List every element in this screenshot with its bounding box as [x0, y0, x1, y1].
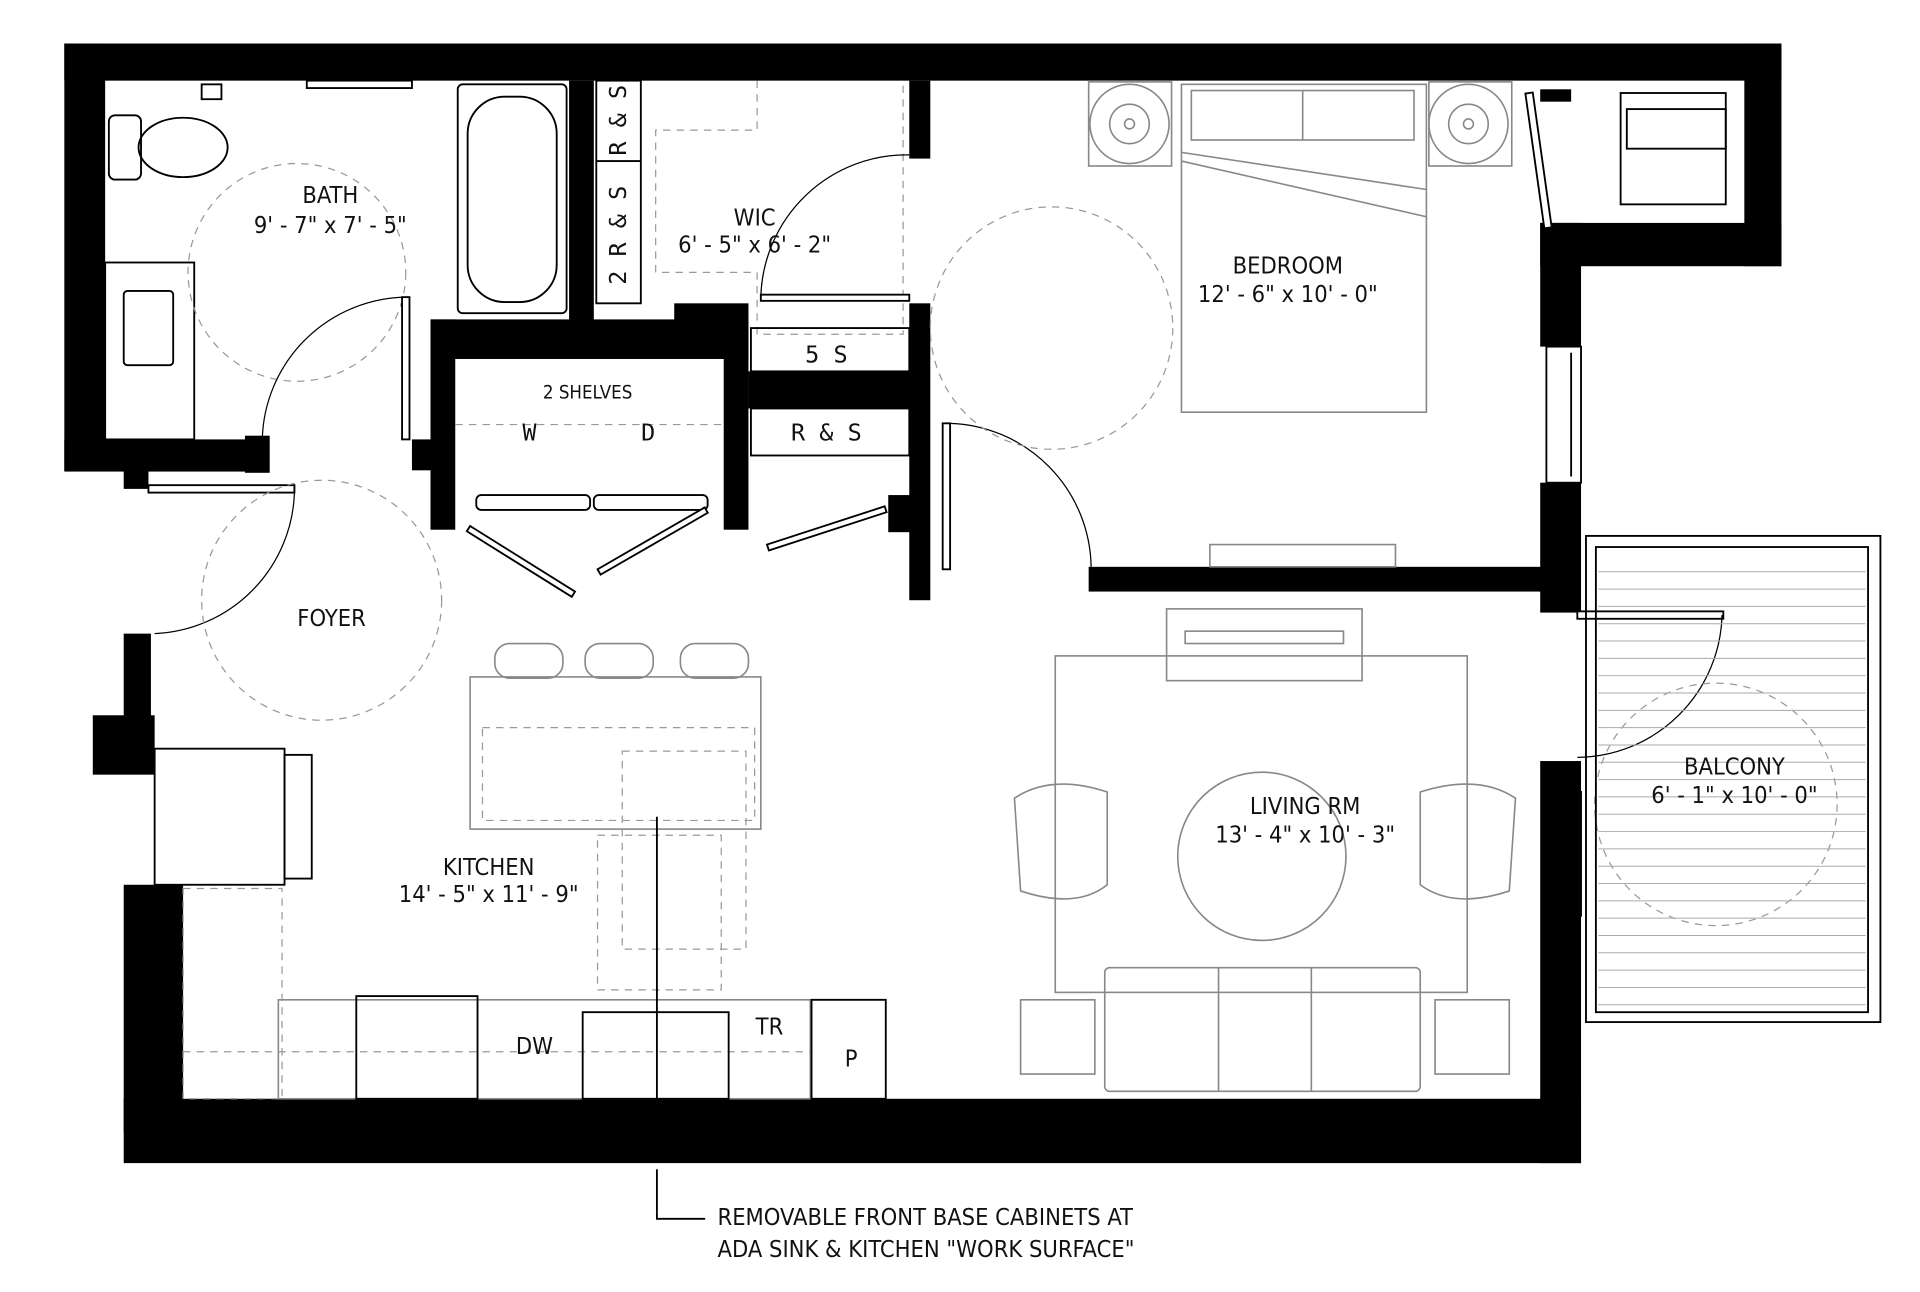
bedroom-size: 12' - 6" x 10' - 0"	[1198, 280, 1378, 308]
living-label: LIVING RM	[1250, 792, 1361, 820]
trash-label: TR	[755, 1012, 784, 1040]
rod-shelf-label: R & S	[791, 419, 862, 447]
balcony-size: 6' - 1" x 10' - 0"	[1651, 781, 1817, 809]
balcony-label: BALCONY	[1684, 753, 1785, 781]
laundry	[455, 423, 888, 599]
sink	[581, 1011, 730, 1100]
note-line-1: REMOVABLE FRONT BASE CABINETS AT	[718, 1203, 1133, 1231]
wic-rod-shelf-lower: 2 R & S	[604, 186, 632, 285]
kitchen-size: 14' - 5" x 11' - 9"	[399, 880, 579, 908]
bedroom-label: BEDROOM	[1233, 252, 1343, 280]
pantry-label: P	[845, 1045, 858, 1073]
tub	[456, 83, 568, 315]
pantry	[810, 998, 887, 1100]
toilet-tank	[107, 114, 142, 181]
wic-label: WIC	[734, 203, 776, 231]
sink	[122, 290, 175, 367]
armchair-left	[1013, 783, 1109, 900]
island	[469, 676, 762, 830]
walls	[64, 43, 1782, 1164]
wic-fixtures	[595, 79, 911, 457]
bedroom-furniture	[1087, 81, 1727, 568]
doors	[147, 91, 1838, 927]
kitchen-fixtures	[153, 642, 887, 1220]
note-line-2: ADA SINK & KITCHEN "WORK SURFACE"	[718, 1235, 1135, 1263]
dishwasher-label: DW	[516, 1032, 553, 1060]
tv	[1165, 608, 1363, 682]
bed	[1180, 83, 1428, 413]
range	[355, 995, 479, 1100]
toilet-bowl	[137, 116, 229, 179]
rug	[1054, 655, 1469, 994]
five-shelves-label: 5 S	[805, 341, 847, 369]
bath-fixtures	[104, 79, 568, 441]
living-size: 13' - 4" x 10' - 3"	[1215, 821, 1395, 849]
armchair-right	[1419, 783, 1517, 900]
vanity	[104, 261, 196, 441]
fridge	[153, 747, 286, 886]
wic-rod-shelf-upper: R & S	[604, 85, 632, 156]
windows	[1545, 345, 1582, 917]
sofa	[1103, 966, 1422, 1093]
bath-label: BATH	[302, 181, 358, 209]
kitchen-label: KITCHEN	[443, 853, 534, 881]
coffee-table	[1176, 771, 1347, 942]
laundry-shelves-label: 2 SHELVES	[543, 383, 632, 404]
wic-size: 6' - 5" x 6' - 2"	[678, 231, 831, 259]
washer-label: W	[522, 419, 537, 447]
counter	[277, 999, 812, 1100]
balcony	[1585, 534, 1882, 1024]
foyer-label: FOYER	[297, 604, 366, 632]
living-furniture	[1013, 608, 1517, 1093]
bath-size: 9' - 7" x 7' - 5"	[254, 211, 407, 239]
dryer-label: D	[641, 419, 655, 447]
